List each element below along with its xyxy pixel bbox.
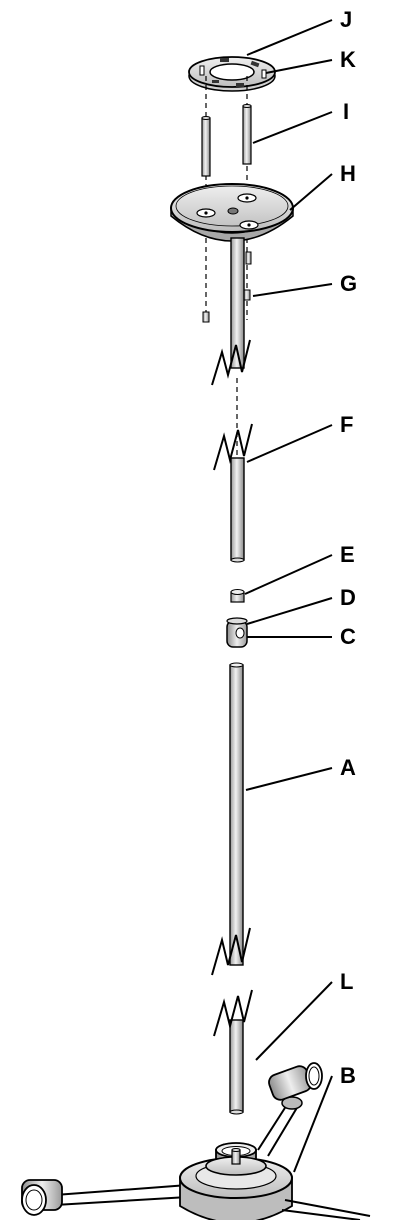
label-h: H bbox=[340, 161, 356, 186]
leader-f bbox=[246, 424, 333, 463]
base-hub bbox=[21, 1062, 371, 1220]
upper-rod-segment bbox=[211, 237, 251, 386]
leader-lines bbox=[244, 19, 333, 1173]
leader-j bbox=[246, 19, 333, 56]
lower-rod-segment bbox=[213, 989, 253, 1115]
label-i: I bbox=[343, 99, 349, 124]
label-j: J bbox=[340, 7, 352, 32]
label-g: G bbox=[340, 271, 357, 296]
canopy-stem bbox=[245, 251, 252, 265]
main-rod-a bbox=[211, 662, 251, 976]
label-k: K bbox=[340, 47, 356, 72]
leader-i bbox=[252, 111, 333, 144]
leader-g bbox=[252, 283, 333, 297]
label-c: C bbox=[340, 624, 356, 649]
label-a: A bbox=[340, 755, 356, 780]
leader-k bbox=[265, 59, 333, 74]
label-d: D bbox=[340, 585, 356, 610]
mounting-ring-plate bbox=[188, 56, 276, 92]
coupler bbox=[226, 617, 248, 648]
label-b: B bbox=[340, 1063, 356, 1088]
label-e: E bbox=[340, 542, 355, 567]
leader-l bbox=[255, 981, 333, 1061]
rod-segment-f bbox=[213, 423, 253, 563]
set-screw-left bbox=[202, 311, 210, 323]
leader-d bbox=[246, 597, 333, 625]
leader-b bbox=[293, 1075, 333, 1173]
leader-h bbox=[289, 173, 333, 211]
canopy-plate bbox=[170, 183, 294, 242]
threaded-stud-left bbox=[201, 116, 211, 177]
connector-nut bbox=[230, 589, 245, 603]
label-l: L bbox=[340, 969, 353, 994]
callout-labels: J K I H G F E D C A L B bbox=[340, 7, 357, 1088]
leader-e bbox=[244, 554, 333, 595]
foot-left bbox=[21, 1179, 63, 1216]
elbow-fitting-upper-right bbox=[268, 1062, 323, 1110]
label-f: F bbox=[340, 412, 353, 437]
set-screw-right bbox=[243, 289, 251, 301]
threaded-stud-right bbox=[242, 104, 252, 165]
leader-a bbox=[245, 767, 333, 791]
